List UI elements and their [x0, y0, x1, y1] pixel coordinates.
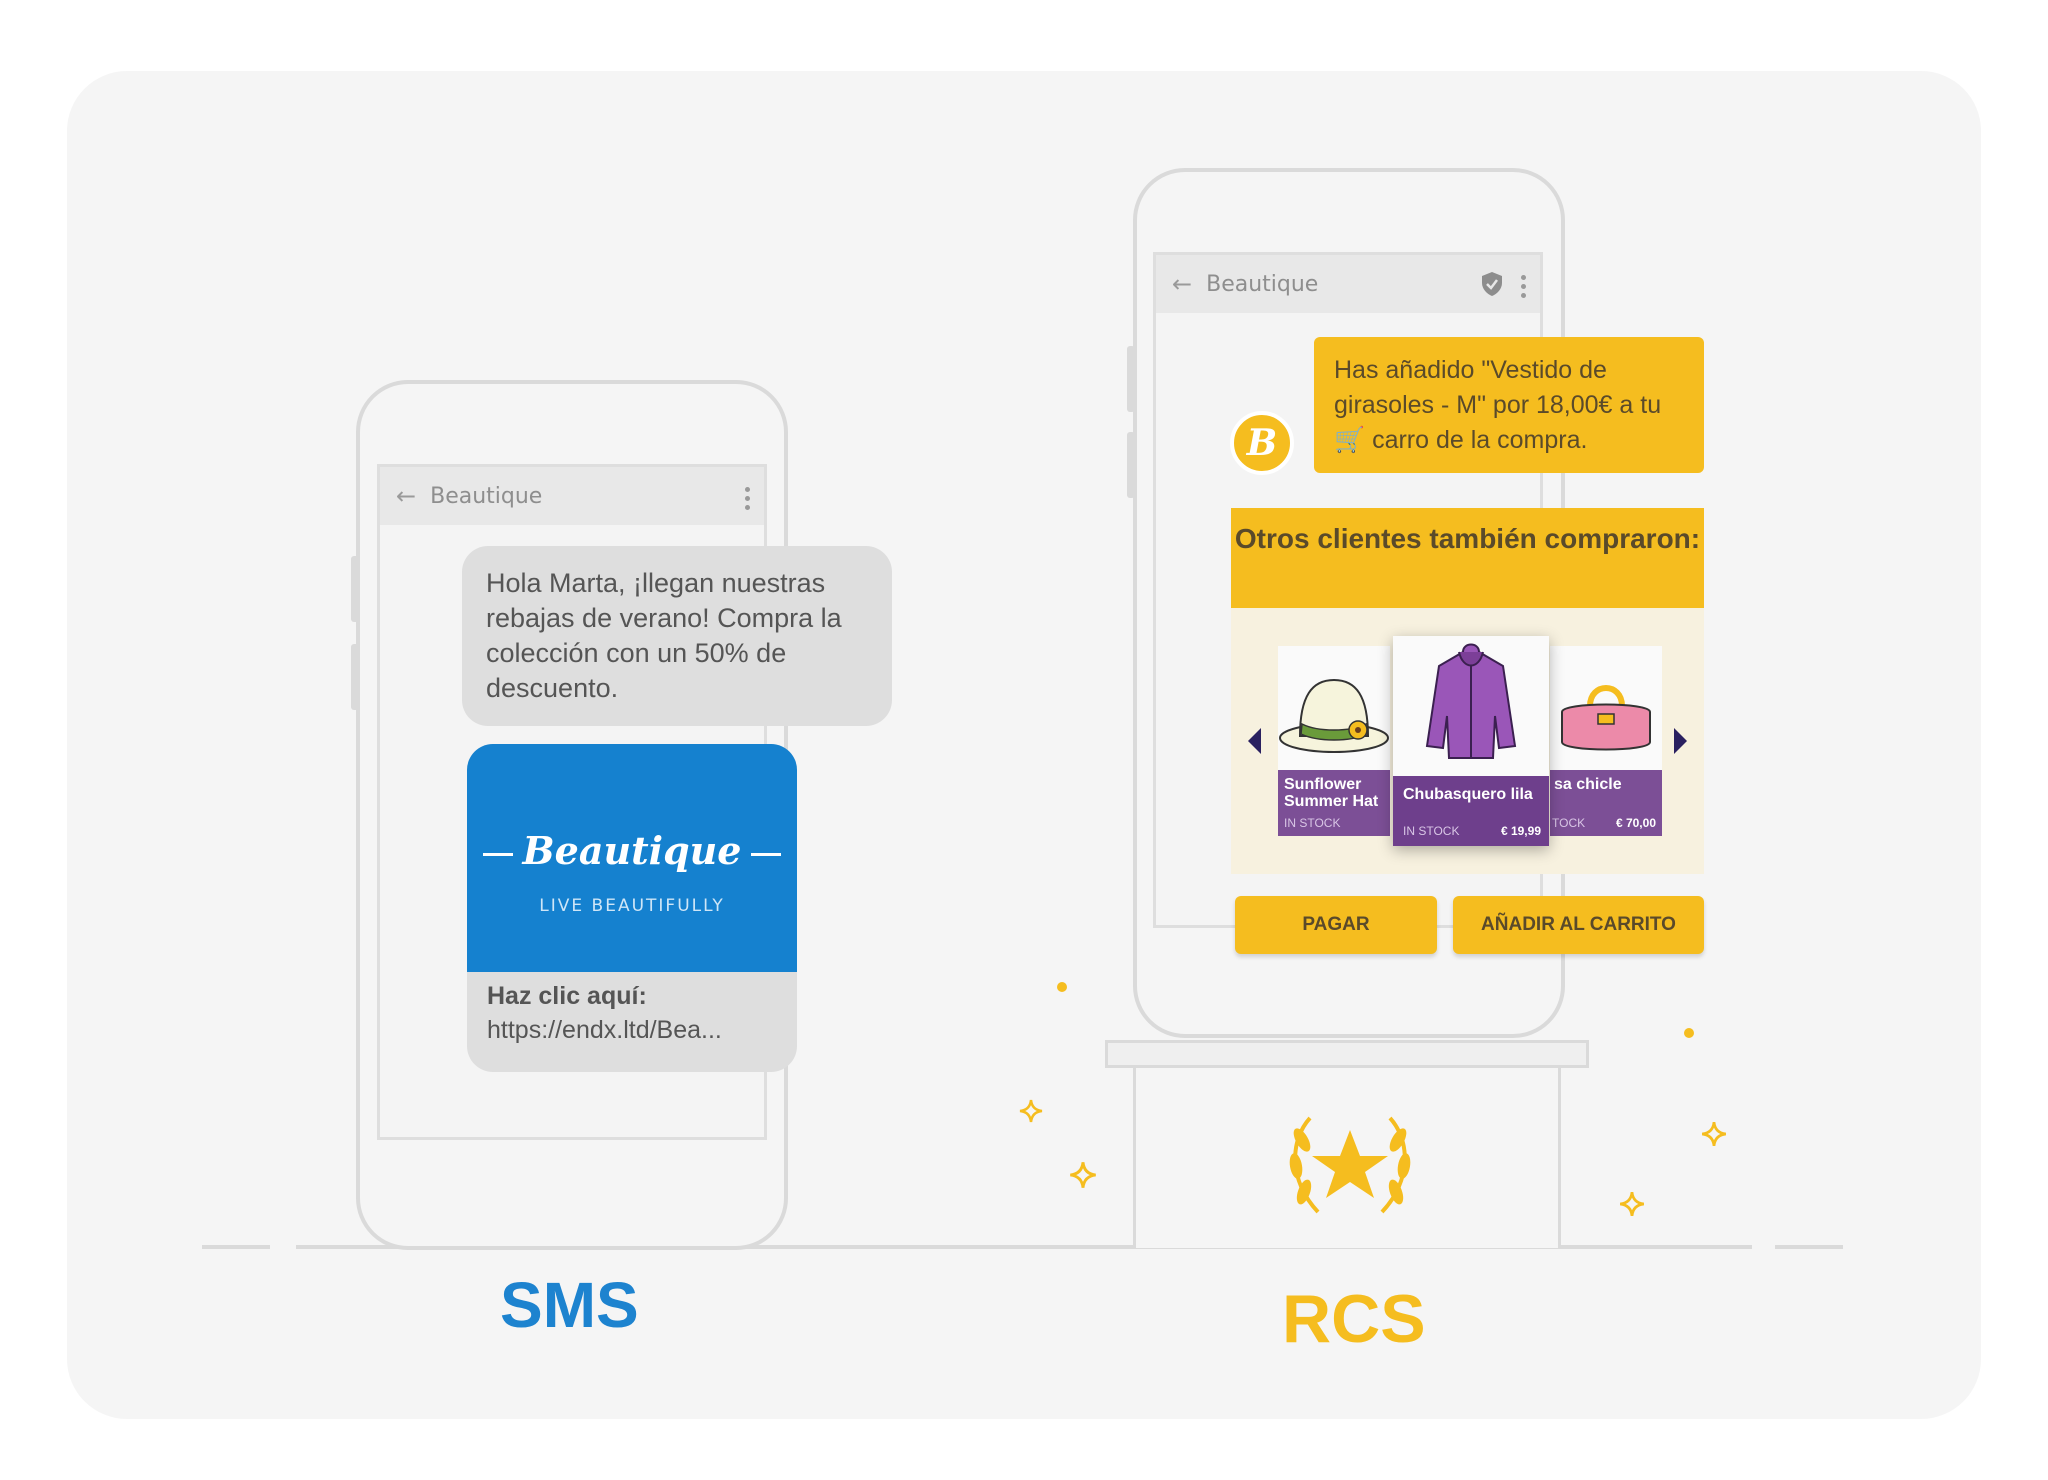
ground-line: [296, 1245, 1752, 1249]
beautique-avatar: B: [1230, 411, 1294, 475]
product-info: sa chicle TOCK € 70,00: [1550, 770, 1662, 836]
raincoat-icon: [1425, 643, 1517, 759]
rcs-top-bar: ← Beautique: [1156, 255, 1540, 313]
laurel-star-icon: [1289, 1116, 1411, 1214]
carousel-title: Otros clientes también compraron:: [1231, 508, 1704, 608]
carousel-next-icon[interactable]: [1674, 728, 1687, 754]
sms-card-banner: Beautique LIVE BEAUTIFULLY: [467, 744, 797, 972]
sparkle-dot: [1684, 1028, 1694, 1038]
sms-label: SMS: [500, 1269, 639, 1341]
product-stock: TOCK: [1552, 816, 1586, 830]
product-image: [1278, 646, 1390, 776]
sparkle-icon: [1701, 1121, 1727, 1147]
rcs-message-text: Has añadido "Vestido de girasoles - M" p…: [1334, 356, 1662, 454]
sms-app-name: Beautique: [430, 483, 543, 509]
beautique-tagline: LIVE BEAUTIFULLY: [539, 896, 725, 916]
sms-message-text: Hola Marta, ¡llegan nuestras rebajas de …: [486, 568, 842, 703]
rcs-phone-side-button: [1127, 432, 1135, 498]
ground-line-right: [1775, 1245, 1843, 1249]
product-card-bag[interactable]: sa chicle TOCK € 70,00: [1550, 646, 1662, 836]
add-to-cart-button[interactable]: AÑADIR AL CARRITO: [1453, 896, 1704, 954]
sms-phone-side-button: [351, 644, 359, 710]
product-image: [1393, 636, 1549, 776]
product-image: [1550, 646, 1662, 776]
product-stock: IN STOCK: [1403, 824, 1460, 838]
rcs-message-bubble: Has añadido "Vestido de girasoles - M" p…: [1314, 337, 1704, 473]
more-options-icon[interactable]: [745, 487, 751, 514]
back-arrow-icon[interactable]: ←: [1172, 270, 1193, 298]
pay-button[interactable]: PAGAR: [1235, 896, 1437, 954]
product-info: Sunflower Summer Hat IN STOCK: [1278, 770, 1390, 836]
sms-link-url[interactable]: https://endx.ltd/Bea...: [487, 1016, 722, 1044]
sms-phone-side-button: [351, 556, 359, 622]
verified-shield-icon: [1482, 272, 1502, 296]
product-card-raincoat[interactable]: Chubasquero lila IN STOCK € 19,99: [1393, 636, 1549, 846]
product-card-hat[interactable]: Sunflower Summer Hat IN STOCK: [1278, 646, 1390, 836]
sparkle-dot: [1057, 982, 1067, 992]
sms-top-bar: ← Beautique: [380, 467, 764, 525]
product-name: Chubasquero lila: [1403, 786, 1533, 803]
sparkle-icon: [1070, 1162, 1096, 1188]
sms-link-card[interactable]: Beautique LIVE BEAUTIFULLY Haz clic aquí…: [467, 744, 797, 1072]
product-info: Chubasquero lila IN STOCK € 19,99: [1393, 776, 1549, 846]
more-options-icon[interactable]: [1521, 275, 1527, 302]
handbag-icon: [1561, 685, 1651, 751]
ground-line-left: [202, 1245, 270, 1249]
product-price: € 19,99: [1500, 824, 1541, 838]
product-price: € 70,00: [1615, 816, 1656, 830]
pedestal-top: [1105, 1040, 1589, 1068]
sparkle-icon: [1019, 1099, 1043, 1123]
product-stock: IN STOCK: [1284, 816, 1341, 830]
product-name: Sunflower Summer Hat: [1284, 776, 1379, 810]
sparkle-icon: [1619, 1191, 1645, 1217]
sms-click-title: Haz clic aquí:: [487, 982, 647, 1010]
rcs-label: RCS: [1282, 1281, 1426, 1357]
sun-hat-icon: [1279, 678, 1389, 753]
carousel-prev-icon[interactable]: [1248, 728, 1261, 754]
product-name: sa chicle: [1554, 776, 1622, 793]
rcs-app-name: Beautique: [1206, 271, 1319, 297]
back-arrow-icon[interactable]: ←: [396, 482, 417, 510]
beautique-logo: Beautique: [467, 828, 797, 873]
sms-message-bubble: Hola Marta, ¡llegan nuestras rebajas de …: [462, 546, 892, 726]
rcs-phone-side-button: [1127, 346, 1135, 412]
